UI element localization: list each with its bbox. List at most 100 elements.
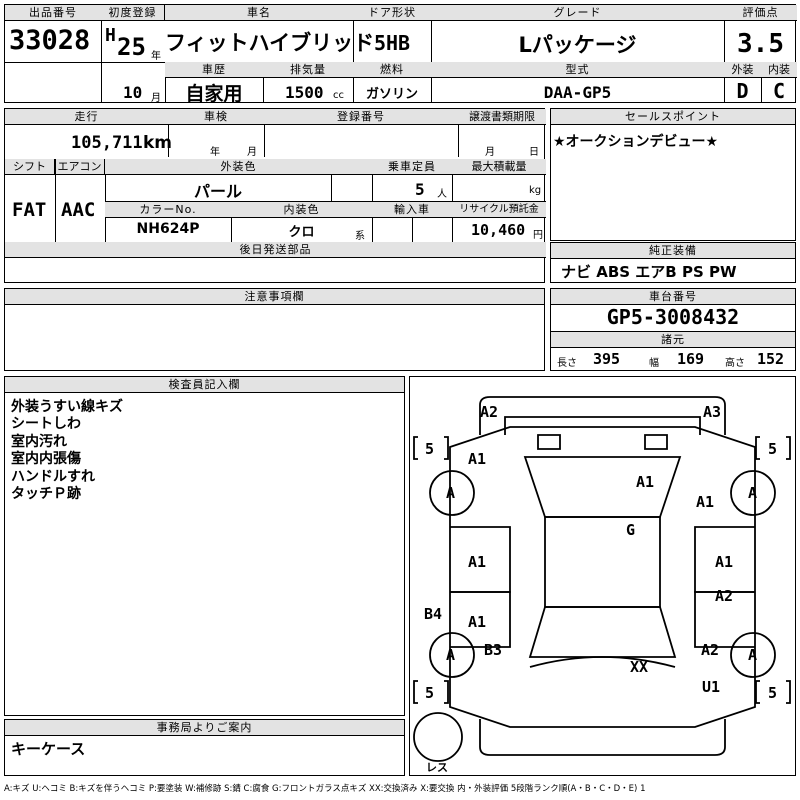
notes-box: 注意事項欄 bbox=[4, 288, 545, 371]
disp-unit: cc bbox=[333, 90, 344, 101]
left-door-rear bbox=[450, 591, 511, 648]
spare-label: レス bbox=[426, 761, 448, 774]
ext-grade: D bbox=[736, 79, 749, 103]
mark-xx: XX bbox=[630, 658, 648, 676]
recycle-label: リサイクル預託金 bbox=[452, 201, 546, 218]
wheel-fr bbox=[730, 470, 776, 516]
ext-label: 外装 bbox=[724, 62, 761, 78]
ac-label: エアコン bbox=[55, 159, 105, 175]
lot-number: 33028 bbox=[9, 25, 91, 56]
inspector-line: 外装うすい線キズ bbox=[11, 399, 123, 415]
office-box: 事務局よりご案内 キーケース bbox=[4, 719, 405, 776]
office-text: キーケース bbox=[11, 740, 86, 758]
load-label: 最大積載量 bbox=[452, 159, 546, 175]
mark-b3: B3 bbox=[484, 641, 502, 659]
month-unit: 月 bbox=[151, 93, 161, 104]
header-table: 出品番号 33028 初度登録 H 25 年 10 月 車名 フィットハイブリッ… bbox=[4, 4, 797, 105]
sales-point-label: セールスポイント bbox=[551, 109, 795, 125]
regno-label: 登録番号 bbox=[264, 109, 458, 125]
hood-outline bbox=[504, 416, 701, 435]
score-label: 評価点 bbox=[724, 5, 797, 21]
later-parts-label: 後日発送部品 bbox=[5, 242, 546, 258]
sales-point-box: セールスポイント ★オークションデビュー★ bbox=[550, 108, 796, 241]
damage-diagram-box: A2 A3 A1 A1 A1 G A1 A1 A2 B4 A1 B3 A2 XX… bbox=[409, 376, 796, 776]
inspector-line: シートしわ bbox=[11, 416, 81, 432]
rear-window-outline bbox=[528, 606, 677, 658]
inspector-line: 室内汚れ bbox=[11, 434, 67, 450]
int-grade: C bbox=[772, 79, 786, 103]
score-value: 3.5 bbox=[737, 29, 784, 59]
tire-fr-depth: 5 bbox=[768, 440, 777, 458]
capacity-label: 乗車定員 bbox=[372, 159, 452, 175]
inspection-month-unit: 月 bbox=[247, 147, 257, 158]
inspector-label: 検査員記入欄 bbox=[5, 377, 404, 393]
length-label: 長さ bbox=[557, 358, 577, 369]
vehicle-info-table: 走行 105,711 km 車検 年 月 登録番号 譲渡書類期限 月 日 シフト… bbox=[4, 108, 546, 283]
inspection-label: 車検 bbox=[168, 109, 264, 125]
legend-text: A:キズ U:ヘコミ B:キズを伴うヘコミ P:要塗装 W:補修跡 S:錆 C:… bbox=[4, 784, 646, 794]
mark-a1-lfront: A1 bbox=[468, 450, 486, 468]
history-label: 車歴 bbox=[165, 62, 263, 78]
mark-g: G bbox=[626, 521, 635, 539]
wheel-fl bbox=[429, 470, 475, 516]
roof-outline bbox=[544, 516, 661, 608]
door-value: 5HB bbox=[373, 31, 411, 55]
chassis-box: 車台番号 GP5-3008432 諸元 長さ 395 幅 169 高さ 152 bbox=[550, 288, 796, 371]
mark-a1-rdoor1: A1 bbox=[715, 553, 733, 571]
mark-a1-ldoor2: A1 bbox=[468, 613, 486, 631]
dimensions-label: 諸元 bbox=[551, 331, 795, 348]
load-unit: kg bbox=[529, 185, 542, 196]
inspector-line: 室内内張傷 bbox=[11, 451, 81, 467]
grade-label: グレード bbox=[431, 5, 724, 21]
year-unit: 年 bbox=[151, 51, 161, 62]
first-reg-label: 初度登録 bbox=[101, 5, 165, 21]
right-door-rear bbox=[694, 591, 755, 648]
recycle-value: 10,460 bbox=[471, 221, 526, 239]
mark-a2-rrear: A2 bbox=[701, 641, 719, 659]
year-value: 25 bbox=[117, 33, 146, 61]
import-label: 輸入車 bbox=[372, 201, 452, 218]
ac-value: AAC bbox=[61, 199, 96, 221]
wheel-rl-grade: A bbox=[446, 646, 455, 664]
mark-a1-roof: A1 bbox=[636, 473, 654, 491]
mileage-label: 走行 bbox=[5, 109, 168, 125]
car-name: フィットハイブリッド bbox=[165, 31, 375, 55]
disp-label: 排気量 bbox=[263, 62, 353, 78]
grade-value: Lパッケージ bbox=[518, 33, 637, 57]
shift-value: FAT bbox=[12, 199, 47, 221]
mark-a1-ldoor1: A1 bbox=[468, 553, 486, 571]
height-label: 高さ bbox=[725, 358, 745, 369]
transfer-label: 譲渡書類期限 bbox=[458, 109, 546, 125]
fuel-label: 燃料 bbox=[353, 62, 431, 78]
body-outline bbox=[449, 426, 756, 728]
inspector-line: タッチＰ跡 bbox=[11, 486, 81, 502]
wheel-rr bbox=[730, 632, 776, 678]
door-label: ドア形状 bbox=[353, 5, 431, 21]
tire-rl-depth: 5 bbox=[425, 684, 434, 702]
capacity-value: 5 bbox=[415, 180, 425, 199]
notes-label: 注意事項欄 bbox=[5, 289, 544, 305]
spare-tire bbox=[413, 712, 463, 762]
km-unit: km bbox=[143, 133, 173, 153]
equipment-items: ナビ ABS エアB PS PW bbox=[561, 263, 737, 281]
chassis-number: GP5-3008432 bbox=[606, 305, 740, 329]
mark-a1-rfront: A1 bbox=[696, 493, 714, 511]
wheel-rl bbox=[429, 632, 475, 678]
era-value: H bbox=[105, 25, 116, 46]
tire-rr-depth: 5 bbox=[768, 684, 777, 702]
shift-label: シフト bbox=[5, 159, 55, 175]
chassis-label: 車台番号 bbox=[551, 289, 795, 305]
int-color-suffix: 系 bbox=[355, 231, 365, 242]
mileage-value: 105,711 bbox=[71, 133, 143, 153]
mark-u1: U1 bbox=[702, 678, 720, 696]
wheel-fr-grade: A bbox=[748, 484, 757, 502]
inspector-line: ハンドルすれ bbox=[11, 469, 95, 485]
car-name-label: 車名 bbox=[165, 5, 353, 21]
month-value: 10 bbox=[123, 83, 143, 102]
wheel-fl-grade: A bbox=[446, 484, 455, 502]
displacement-value: 1500 bbox=[285, 83, 324, 102]
fuel-value: ガソリン bbox=[365, 87, 418, 102]
tire-fl-depth: 5 bbox=[425, 440, 434, 458]
color-no-label: カラーNo. bbox=[105, 201, 231, 218]
sales-point-text: ★オークションデビュー★ bbox=[553, 134, 719, 150]
